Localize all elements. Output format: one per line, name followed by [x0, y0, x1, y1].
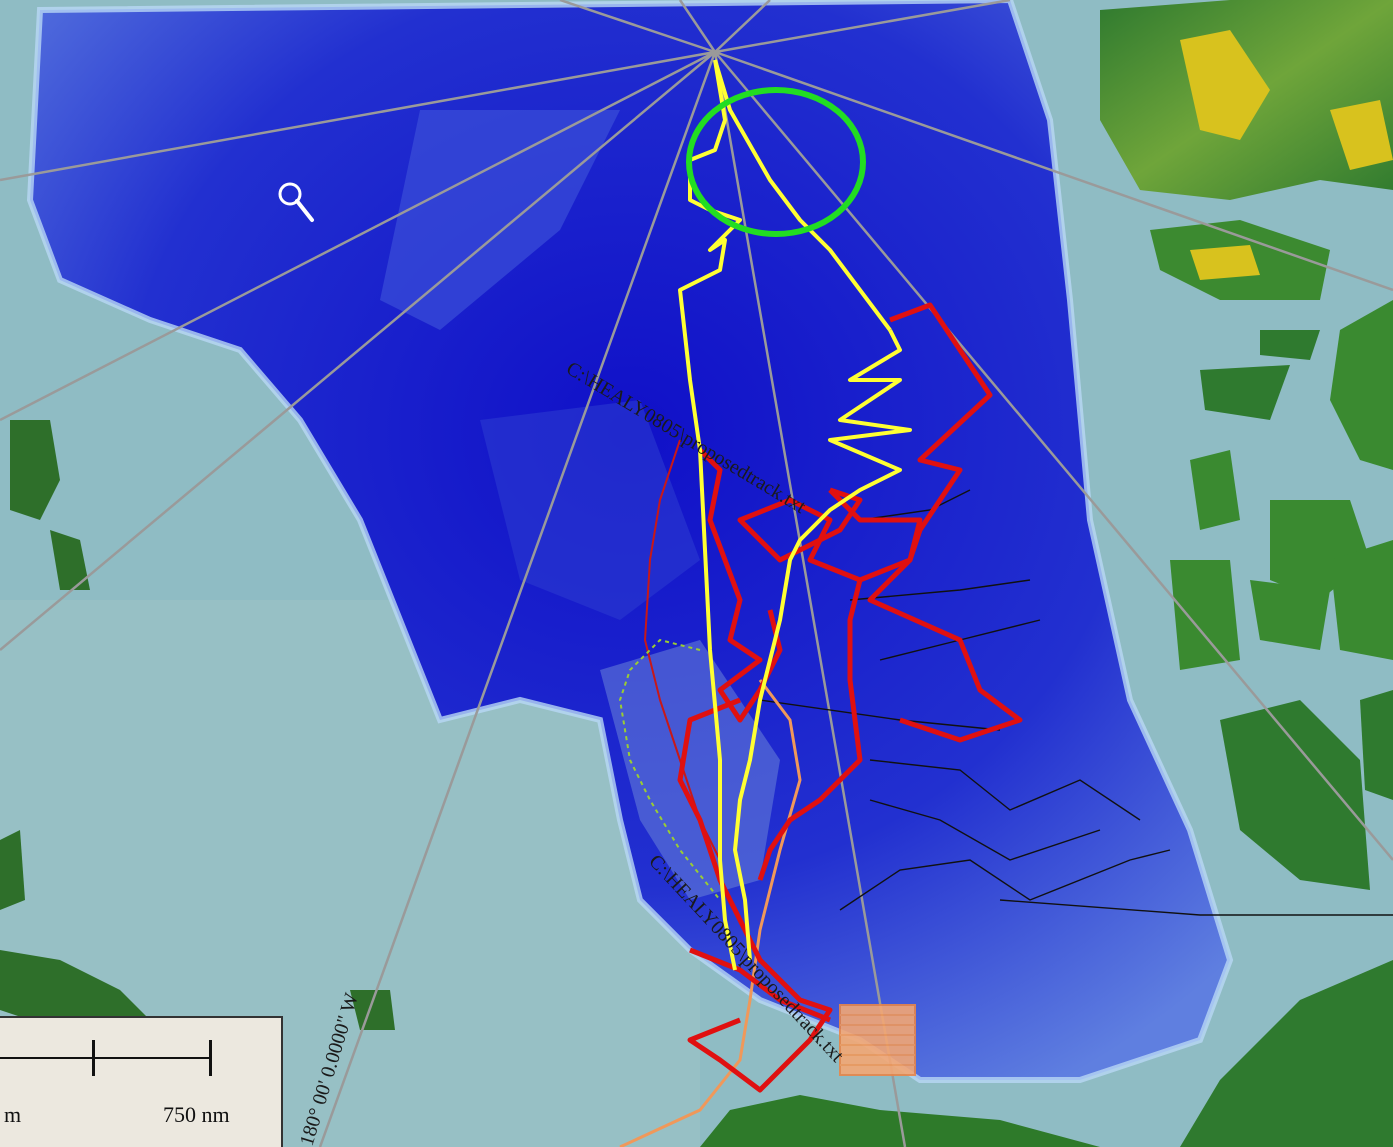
magnifier-icon[interactable]: [276, 180, 316, 224]
land-w1: [10, 420, 60, 520]
land-e4: [1330, 300, 1393, 470]
highlight-circle: [686, 87, 866, 237]
red-track: [677, 302, 1023, 1093]
scale-tick-end: [209, 1040, 212, 1076]
land-e3: [1200, 365, 1290, 420]
land-ne-yellow: [1180, 30, 1270, 140]
ridge-1: [380, 110, 620, 330]
orange-survey-grid: [839, 1004, 916, 1076]
land-e9: [1330, 540, 1393, 660]
green-dashed-track: [618, 638, 721, 901]
scale-tick-mid: [92, 1040, 95, 1076]
scale-bar-line: [0, 1057, 212, 1059]
orange-track: [619, 679, 802, 1147]
scale-label-right: 750 nm: [163, 1102, 230, 1127]
land-w3: [0, 830, 25, 910]
land-e10: [1220, 700, 1370, 890]
land-e11: [1360, 690, 1393, 800]
survey-tracks: [759, 489, 1393, 916]
land-e1-yellow: [1190, 245, 1260, 280]
ridge-3: [480, 400, 700, 620]
land-e5: [1190, 450, 1240, 530]
land-e8: [1250, 580, 1330, 650]
scale-bar: m 750 nm: [0, 1016, 283, 1147]
land-sw-island: [350, 990, 395, 1030]
scale-label-left: m: [4, 1102, 22, 1127]
land-w2: [50, 530, 90, 590]
land-ne-yellow-2: [1330, 100, 1393, 170]
land-e2: [1260, 330, 1320, 360]
land-sw: [0, 950, 150, 1030]
land-se: [1180, 960, 1393, 1147]
land-e7: [1170, 560, 1240, 670]
